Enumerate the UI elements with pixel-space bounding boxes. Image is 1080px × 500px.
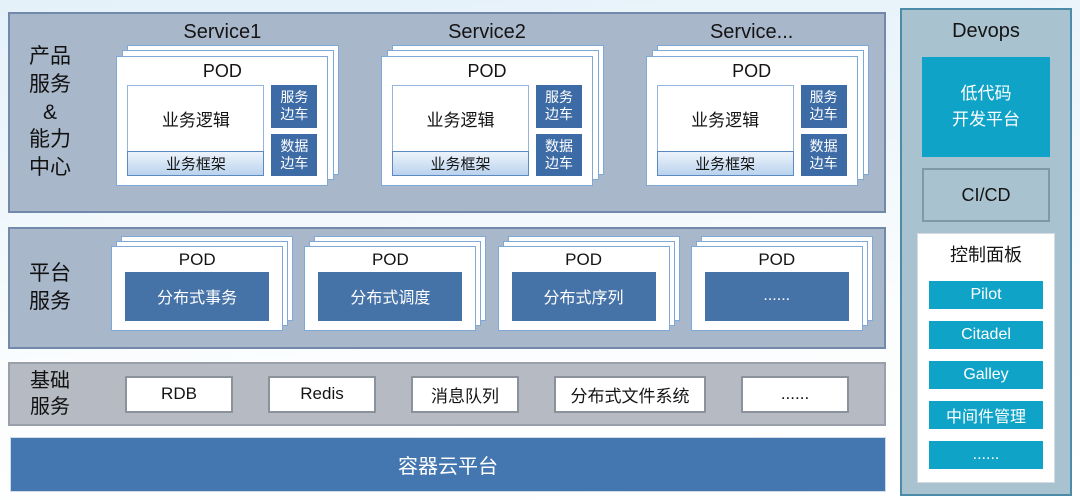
service-group-1: Service1 POD 业务逻辑 业务框架 服务 边车 — [116, 14, 340, 211]
label-line: 服务 — [29, 290, 71, 313]
container-cloud-platform-label: 容器云平台 — [398, 456, 498, 478]
pod-body: 业务逻辑 业务框架 服务 边车 数据 边车 — [382, 85, 592, 185]
middleware-management-button: 中间件管理 — [929, 401, 1043, 429]
more-controls-button: ...... — [929, 441, 1043, 469]
platform-pod-stack-2: POD 分布式调度 — [304, 235, 487, 331]
logic-column: 业务逻辑 业务框架 — [656, 85, 794, 176]
services-row: Service1 POD 业务逻辑 业务框架 服务 边车 — [90, 14, 884, 211]
business-framework-box: 业务框架 — [656, 151, 794, 176]
sidecar-column: 服务 边车 数据 边车 — [535, 85, 582, 176]
platform-services-section: 平台 服务 POD 分布式事务 POD 分布式调度 — [8, 227, 886, 349]
data-sidecar-box: 数据 边车 — [271, 133, 318, 176]
pod-title: POD — [565, 249, 602, 269]
pod-card: POD 业务逻辑 业务框架 服务 边车 数据 边车 — [645, 56, 858, 186]
label-line: 能力 — [29, 128, 71, 152]
control-panel-box: 控制面板 Pilot Citadel Galley 中间件管理 ...... — [917, 233, 1055, 483]
business-logic-box: 业务逻辑 — [391, 85, 529, 152]
message-queue-box: 消息队列 — [411, 375, 519, 413]
service-sidecar-box: 服务 边车 — [800, 85, 847, 128]
control-panel-title: 控制面板 — [950, 245, 1022, 265]
pod-card: POD 业务逻辑 业务框架 服务 边车 数据 边车 — [380, 56, 593, 186]
distributed-scheduling-bar: 分布式调度 — [318, 271, 463, 321]
pod-body: 业务逻辑 业务框架 服务 边车 数据 边车 — [117, 85, 327, 185]
pod-card: POD 分布式调度 — [304, 245, 477, 331]
platform-pod-stack-3: POD 分布式序列 — [497, 235, 680, 331]
pod-card: POD ...... — [690, 245, 863, 331]
service-sidecar-box: 服务 边车 — [271, 85, 318, 128]
label-line: 基础 — [30, 369, 70, 392]
pod-stack: POD 业务逻辑 业务框架 服务 边车 数据 边车 — [645, 45, 869, 186]
service-title: Service... — [709, 21, 794, 43]
service-group-3: Service... POD 业务逻辑 业务框架 服务 边车 — [645, 14, 869, 211]
service-sidecar-box: 服务 边车 — [535, 85, 582, 128]
business-framework-box: 业务框架 — [391, 151, 529, 176]
product-section-label: 产品 服务 & 能力 中心 — [10, 14, 90, 211]
service-group-2: Service2 POD 业务逻辑 业务框架 服务 边车 — [380, 14, 604, 211]
data-sidecar-box: 数据 边车 — [535, 133, 582, 176]
lowcode-platform-box: 低代码 开发平台 — [922, 57, 1050, 157]
citadel-button: Citadel — [929, 321, 1043, 349]
label-line: 中心 — [29, 156, 71, 180]
pod-stack: POD 业务逻辑 业务框架 服务 边车 数据 边车 — [380, 45, 604, 186]
label-line: 服务 — [30, 396, 70, 418]
business-logic-box: 业务逻辑 — [127, 85, 265, 152]
label-line: 服务 — [29, 72, 71, 96]
redis-box: Redis — [268, 375, 376, 413]
base-section-label: 基础 服务 — [10, 368, 90, 421]
distributed-filesystem-box: 分布式文件系统 — [554, 375, 706, 413]
platform-pod-stack-1: POD 分布式事务 — [111, 235, 294, 331]
distributed-sequence-bar: 分布式序列 — [511, 271, 656, 321]
pod-stack: POD 业务逻辑 业务框架 服务 边车 数据 边车 — [116, 45, 340, 186]
data-sidecar-box: 数据 边车 — [800, 133, 847, 176]
platform-section-label: 平台 服务 — [10, 229, 90, 347]
pilot-button: Pilot — [929, 281, 1043, 309]
distributed-transaction-bar: 分布式事务 — [125, 271, 270, 321]
sidecar-column: 服务 边车 数据 边车 — [271, 85, 318, 176]
label-line: 平台 — [29, 262, 71, 286]
sidecar-column: 服务 边车 数据 边车 — [800, 85, 847, 176]
platform-pods-row: POD 分布式事务 POD 分布式调度 POD 分布式序列 — [90, 229, 884, 347]
label-line: 产品 — [29, 45, 71, 69]
container-cloud-platform-bar: 容器云平台 — [10, 437, 886, 492]
devops-panel: Devops 低代码 开发平台 CI/CD 控制面板 Pilot Citadel… — [900, 8, 1072, 496]
pod-title: POD — [467, 61, 507, 81]
pod-title: POD — [371, 249, 409, 269]
pod-card: POD 业务逻辑 业务框架 服务 边车 数据 边车 — [116, 56, 329, 186]
service-title: Service2 — [448, 21, 526, 43]
base-services-section: 基础 服务 RDB Redis 消息队列 分布式文件系统 ...... — [8, 362, 886, 426]
logic-column: 业务逻辑 业务框架 — [391, 85, 529, 176]
pod-title: POD — [178, 249, 216, 269]
pod-title: POD — [202, 61, 242, 81]
cicd-box: CI/CD — [922, 168, 1050, 222]
rdb-box: RDB — [125, 375, 233, 413]
label-line: & — [42, 100, 57, 124]
devops-title: Devops — [952, 20, 1020, 42]
more-services-bar: ...... — [704, 271, 849, 321]
product-services-section: 产品 服务 & 能力 中心 Service1 POD 业务逻辑 业务框架 — [8, 12, 886, 213]
platform-pod-stack-4: POD ...... — [690, 235, 873, 331]
pod-body: 业务逻辑 业务框架 服务 边车 数据 边车 — [647, 85, 857, 185]
galley-button: Galley — [929, 361, 1043, 389]
pod-title: POD — [758, 249, 796, 269]
service-title: Service1 — [183, 21, 262, 43]
pod-card: POD 分布式事务 — [111, 245, 284, 331]
business-framework-box: 业务框架 — [127, 151, 265, 176]
logic-column: 业务逻辑 业务框架 — [127, 85, 265, 176]
base-items-row: RDB Redis 消息队列 分布式文件系统 ...... — [90, 375, 884, 413]
business-logic-box: 业务逻辑 — [656, 85, 794, 152]
more-base-services-box: ...... — [741, 375, 849, 413]
pod-title: POD — [732, 61, 772, 81]
pod-card: POD 分布式序列 — [497, 245, 670, 331]
